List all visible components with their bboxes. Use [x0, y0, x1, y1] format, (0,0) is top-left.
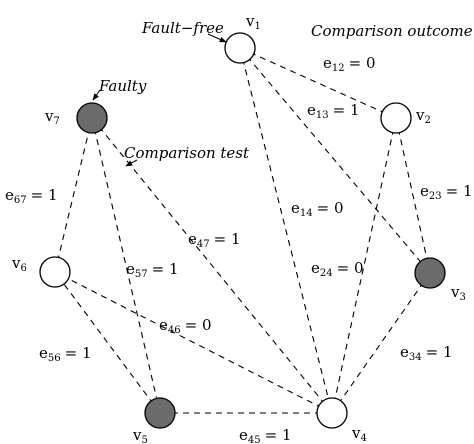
edge-label-e23: e23= 1 — [420, 182, 473, 202]
node-label-v4: v4 — [351, 424, 367, 444]
comparison-test-arrow — [125, 159, 138, 167]
node-v5-faulty — [144, 397, 176, 429]
faulty-annotation: Faulty — [98, 77, 147, 95]
faulty-arrow — [92, 89, 101, 101]
comparison-test-annotation: Comparison test — [124, 144, 250, 162]
edge-label-e13: e13= 1 — [307, 101, 360, 121]
edge-label-e12: e12= 0 — [323, 54, 376, 74]
fault-free-arrow — [207, 33, 227, 43]
node-label-v1: v1 — [245, 12, 261, 32]
fault-free-annotation: Fault−free — [141, 19, 224, 37]
edge-v4-v6 — [54, 271, 333, 414]
node-label-v2: v2 — [415, 106, 431, 126]
edge-labels: e12= 0 e13= 1 e14= 0 e23= 1 e24= 0 e34= 1 e45=… — [5, 54, 473, 444]
annotation-arrows — [92, 33, 227, 167]
edges — [54, 47, 431, 414]
edge-v5-v6 — [54, 271, 161, 414]
node-label-v7: v7 — [44, 107, 60, 127]
edge-label-e24: e24= 0 — [311, 259, 364, 279]
edge-label-e57: e57= 1 — [126, 260, 179, 280]
node-label-v5: v5 — [132, 426, 148, 444]
node-v2-fault-free — [380, 102, 412, 134]
edge-label-e46: e46= 0 — [159, 316, 212, 336]
edge-label-e34: e34= 1 — [400, 343, 453, 363]
node-labels: v1 v2 v3 v4 v5 v6 v7 — [11, 12, 466, 444]
node-label-v6: v6 — [11, 254, 27, 274]
edge-v2-v3 — [395, 117, 431, 274]
edge-v1-v3 — [239, 47, 431, 274]
node-v6-fault-free — [39, 256, 71, 288]
edge-label-e45: e45= 1 — [239, 426, 292, 444]
comparison-outcome-annotation: Comparison outcome — [311, 22, 473, 40]
node-label-v3: v3 — [450, 283, 466, 303]
edge-v4-v7 — [91, 117, 333, 414]
edge-v3-v4 — [331, 272, 431, 414]
edge-label-e67: e67= 1 — [5, 186, 58, 206]
edge-label-e14: e14= 0 — [291, 199, 344, 219]
edge-v6-v7 — [54, 117, 93, 273]
edge-label-e56: e56= 1 — [39, 344, 92, 364]
node-v1-fault-free — [224, 32, 256, 64]
node-v7-faulty — [76, 102, 108, 134]
edge-label-e47: e47= 1 — [188, 230, 241, 250]
edge-v1-v4 — [239, 47, 333, 414]
node-v3-faulty — [414, 257, 446, 289]
node-v4-fault-free — [316, 397, 348, 429]
nodes — [39, 32, 446, 429]
annotations: Fault−free Faulty Comparison outcome Com… — [98, 19, 473, 162]
